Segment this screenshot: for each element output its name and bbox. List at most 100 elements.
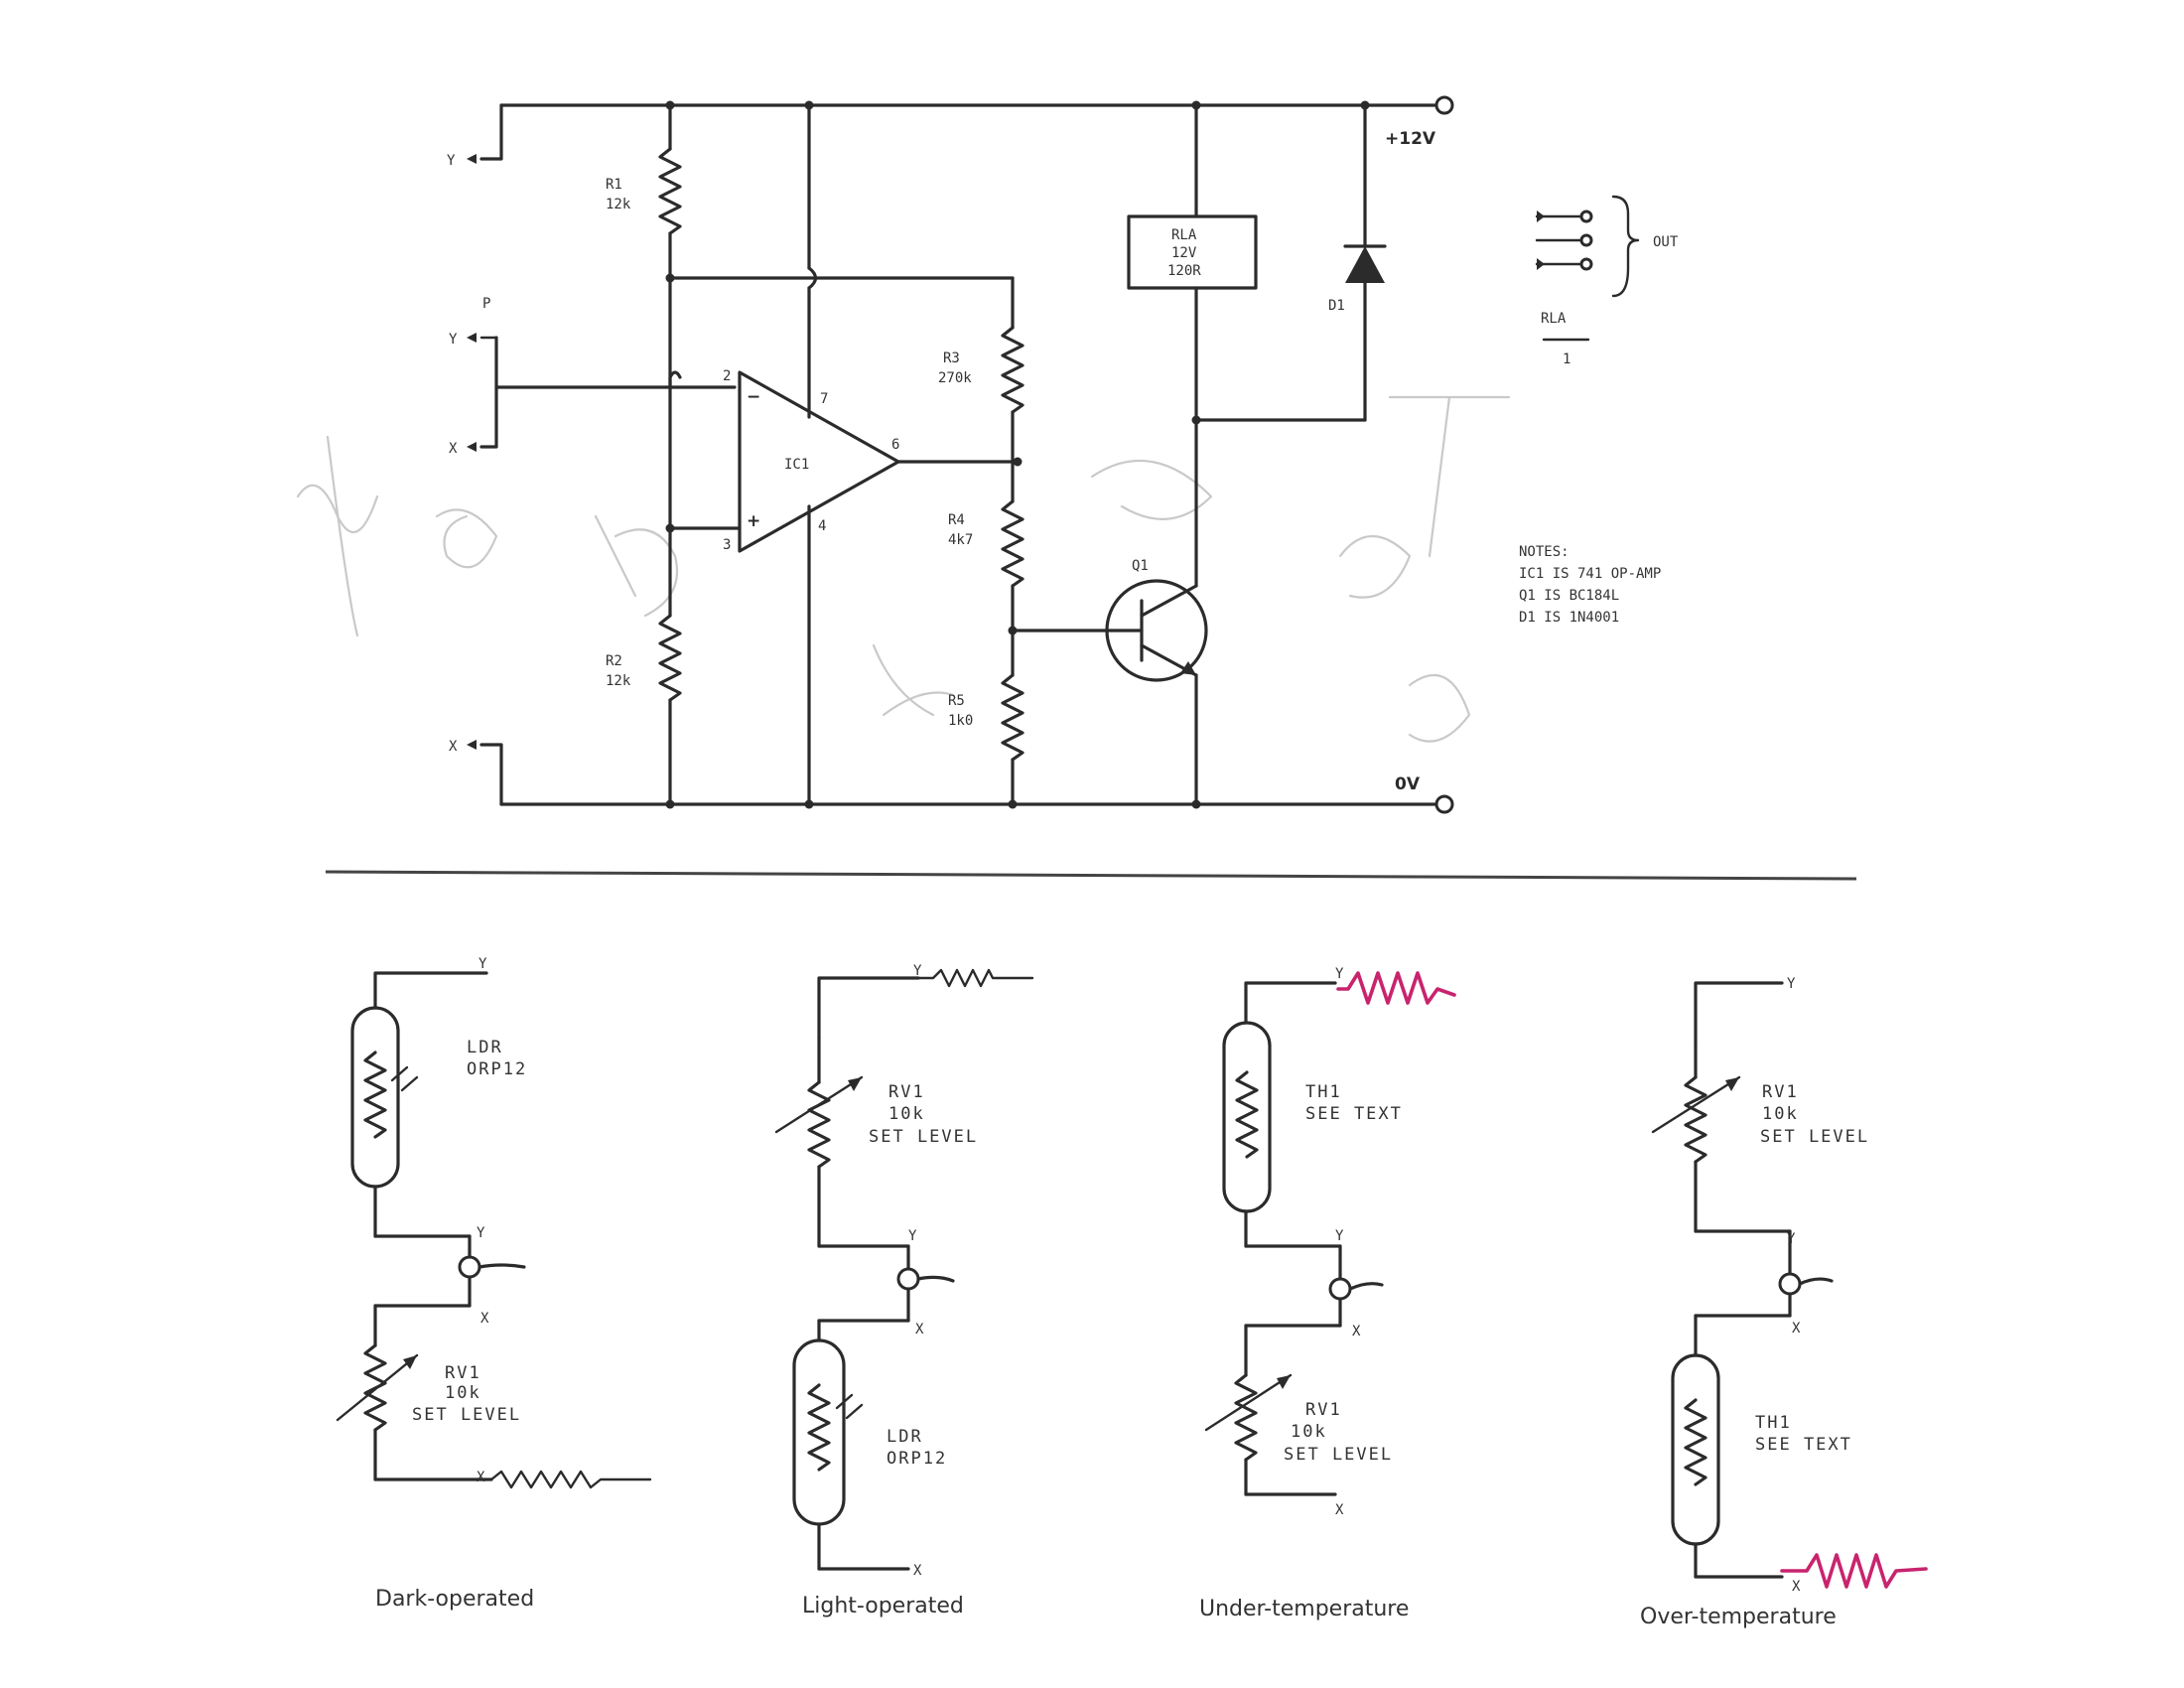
v1-lower-name: RV1 [445,1363,481,1383]
contacts-relay-label: RLA [1541,311,1567,327]
v1-caption: Dark-operated [375,1587,534,1612]
v1-ldr-body [350,1006,400,1189]
variant-over-temperature: Y RV1 10k SET LEVEL Y X TH1 SEE TEXT X O… [1640,976,1928,1629]
notes-heading: NOTES: [1519,544,1570,560]
r3-name: R3 [943,351,960,366]
v1-lower-note: SET LEVEL [412,1405,521,1425]
v4-lower-value: SEE TEXT [1755,1435,1852,1455]
v4-upper-name: RV1 [1762,1082,1799,1102]
input-switch: P [482,296,490,312]
opamp-plus: + [747,511,760,531]
v3-top-label: Y [1335,966,1344,982]
v3-mid-y: Y [1335,1228,1344,1244]
opamp-pin-out: 6 [891,437,899,453]
contacts-relay-number: 1 [1563,352,1570,367]
v3-rv1-resistor [1234,1373,1258,1462]
v1-mid-x: X [480,1311,489,1327]
opamp-pin-inv: 2 [723,368,731,384]
r1-resistor [658,147,682,235]
v1-lower-value: 10k [445,1383,481,1403]
v3-upper-name: TH1 [1305,1082,1342,1102]
v2-ldr-body [792,1338,846,1526]
v4-top-label: Y [1787,976,1796,992]
opamp-name: IC1 [784,457,809,473]
v4-lower-name: TH1 [1755,1413,1792,1433]
r4-value: 4k7 [948,532,973,548]
q1-name: Q1 [1132,558,1149,574]
v3-mid-x: X [1352,1324,1361,1339]
r2-resistor [658,614,682,702]
supply-terminal [1434,95,1454,115]
input-x-mid: X [449,441,458,457]
v2-bottom-label: X [913,1563,922,1579]
v2-lower-name: LDR [887,1427,923,1447]
v3-added-resistor [1336,971,1456,1005]
opamp-minus: − [747,387,760,407]
v1-wiper-node [458,1255,481,1279]
relay-name: RLA [1171,227,1197,243]
relay-coil [1127,214,1258,290]
v3-wiper-node [1328,1277,1352,1301]
v4-th1-resistor [1684,1398,1707,1486]
input-y-top: Y [447,153,456,169]
variant-light-operated: Y RV1 10k SET LEVEL Y X LDR ORP12 X Ligh… [774,963,1034,1618]
notes-line-3: D1 IS 1N4001 [1519,610,1619,626]
r1-name: R1 [606,177,622,193]
v2-top-label: Y [913,963,922,979]
v3-caption: Under-temperature [1199,1597,1409,1621]
v2-upper-note: SET LEVEL [869,1127,978,1147]
r4-resistor [1001,499,1024,588]
opamp-pin-vplus: 7 [820,391,828,407]
notes-line-1: IC1 IS 741 OP-AMP [1519,566,1661,582]
r4-name: R4 [948,512,965,528]
v4-th1-body [1671,1353,1720,1546]
opamp-pin-vminus: 4 [818,518,826,534]
contacts-out-label: OUT [1653,234,1679,250]
v1-mid-y: Y [477,1225,485,1241]
diode-name: D1 [1328,298,1345,314]
v3-upper-value: SEE TEXT [1305,1104,1403,1124]
r5-resistor [1001,673,1024,762]
notes-line-2: Q1 IS BC184L [1519,588,1619,604]
v2-caption: Light-operated [802,1594,964,1618]
v4-mid-x: X [1792,1321,1801,1336]
relay-voltage: 12V [1171,245,1197,261]
r2-name: R2 [606,653,622,669]
v4-upper-note: SET LEVEL [1760,1127,1869,1147]
relay-contacts [1535,195,1640,298]
v2-ldr-resistor [807,1383,831,1472]
main-schematic: +12V 0V Y P Y X X R1 12k R2 12k [447,95,1679,814]
ground-label: 0V [1395,774,1421,794]
v4-caption: Over-temperature [1640,1605,1837,1629]
input-x-bottom: X [449,739,458,755]
pencil-scribbles [296,395,1511,743]
v2-rv1-resistor [807,1080,831,1169]
r2-value: 12k [606,673,631,689]
v2-lower-value: ORP12 [887,1449,947,1469]
v1-ldr-resistor [363,1051,387,1139]
v1-top-label: Y [478,956,487,972]
r5-name: R5 [948,693,965,709]
v4-rv1-resistor [1684,1075,1707,1164]
opamp-ic1 [738,370,900,553]
input-y-mid: Y [449,332,458,348]
v4-bottom-label: X [1792,1579,1801,1595]
v1-upper-name: LDR [467,1038,503,1057]
v3-lower-note: SET LEVEL [1284,1445,1393,1465]
v2-upper-name: RV1 [888,1082,925,1102]
v3-th1-body [1222,1021,1272,1213]
relay-resistance: 120R [1167,263,1201,279]
r1-value: 12k [606,197,631,212]
v4-upper-value: 10k [1762,1104,1799,1124]
v1-rv1-resistor [363,1343,387,1432]
r5-value: 1k0 [948,713,973,729]
supply-label: +12V [1385,129,1436,149]
v1-bottom-label: X [477,1470,485,1485]
variant-under-temperature: Y TH1 SEE TEXT Y X RV1 10k SET LEVEL X U… [1199,966,1456,1621]
v4-wiper-node [1778,1272,1802,1296]
v1-upper-value: ORP12 [467,1059,527,1079]
v2-wiper-node [896,1267,920,1291]
opamp-pin-noninv: 3 [723,537,731,553]
q1-transistor [1105,579,1208,682]
section-divider [325,870,1857,881]
